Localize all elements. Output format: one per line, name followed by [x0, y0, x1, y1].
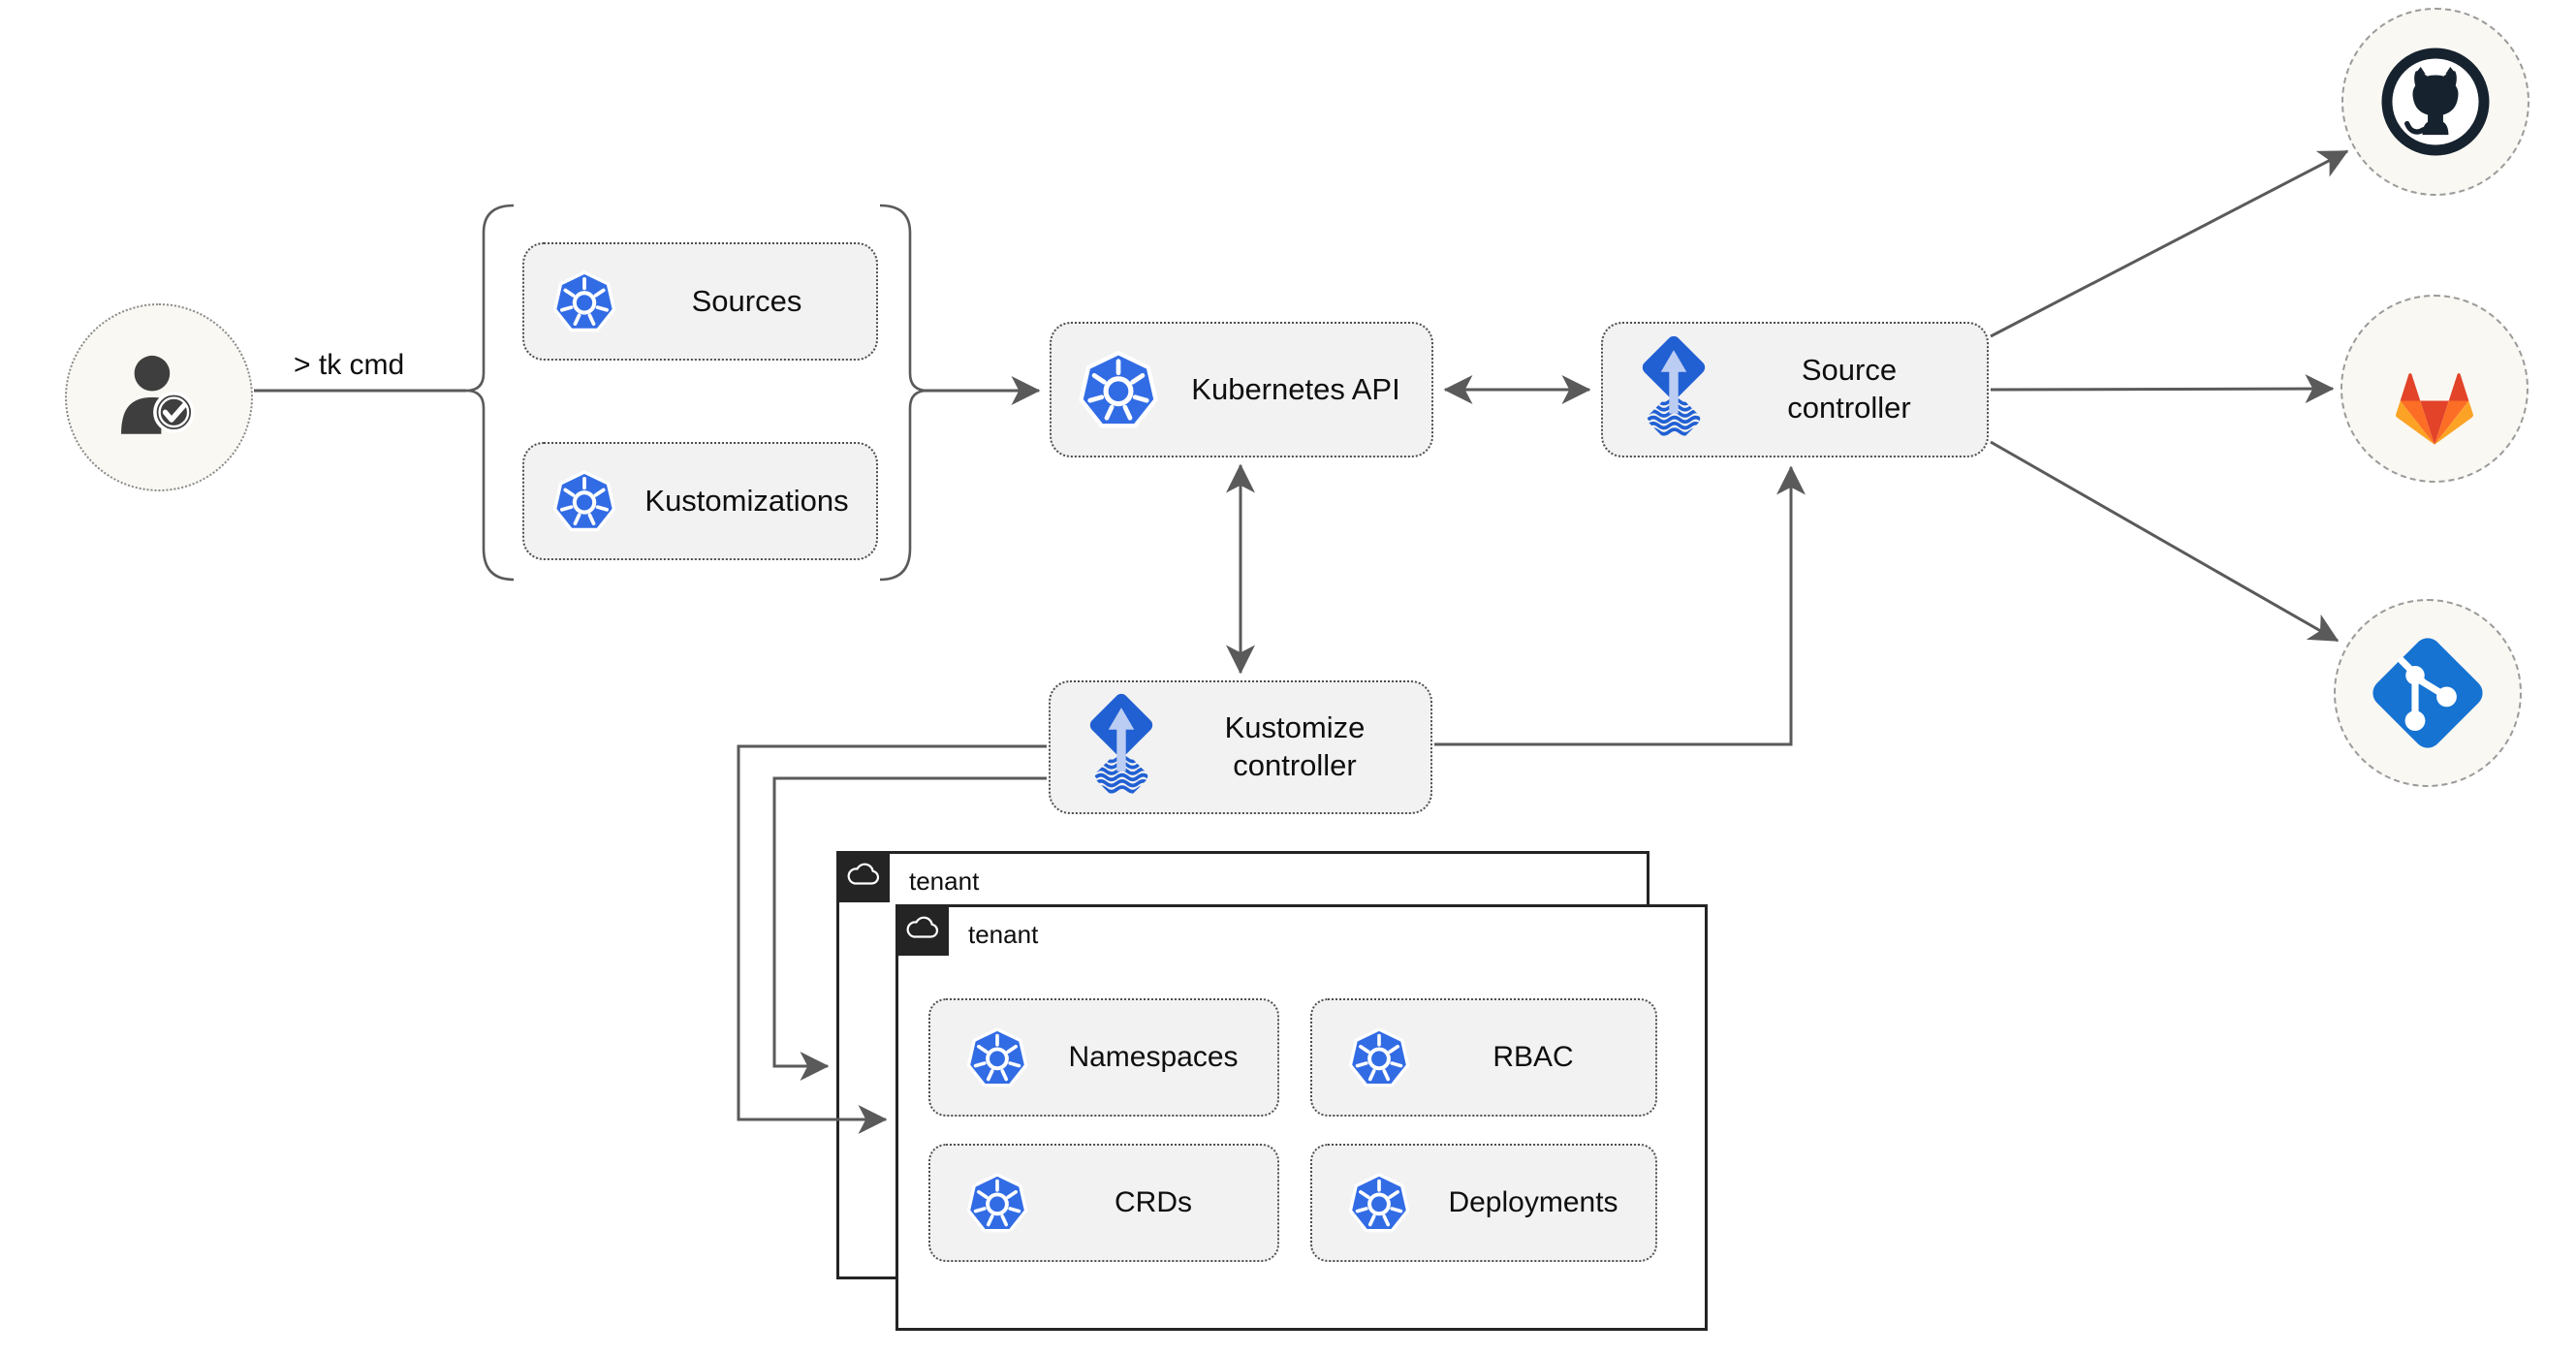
- user-avatar: [65, 303, 253, 491]
- node-label: RBAC: [1492, 1041, 1574, 1074]
- node-kustomizations: Kustomizations: [522, 442, 878, 560]
- tenant-box-front: tenant: [895, 904, 1708, 1331]
- node-label: Namespaces: [1068, 1041, 1239, 1074]
- edge-source-to-gitlab: [1990, 374, 2335, 404]
- github-icon: [2376, 43, 2495, 161]
- cloud-icon: [847, 863, 879, 885]
- flux-icon: [1636, 333, 1712, 447]
- provider-gitlab: [2340, 295, 2529, 483]
- tenant-tab: [895, 904, 949, 956]
- cli-command-label: > tk cmd: [294, 349, 405, 381]
- node-crds: CRDs: [928, 1144, 1279, 1262]
- kubernetes-icon: [551, 268, 617, 334]
- node-label: CRDs: [1115, 1186, 1192, 1219]
- node-deployments: Deployments: [1310, 1144, 1657, 1262]
- kubernetes-icon: [1347, 1171, 1411, 1235]
- edge-source-to-github: [1990, 149, 2349, 338]
- node-kubernetes-api: Kubernetes API: [1050, 322, 1433, 457]
- node-label: Kustomizations: [644, 483, 849, 518]
- tenant-tab: [836, 851, 890, 902]
- node-label: Sources: [691, 283, 802, 318]
- gitlab-icon: [2396, 372, 2473, 445]
- edge-kustomize-to-source-controller: [1434, 465, 1806, 746]
- edge-source-to-git: [1990, 440, 2340, 643]
- provider-git: [2334, 599, 2522, 787]
- node-label: Kustomize controller: [1224, 710, 1366, 782]
- kubernetes-icon: [965, 1025, 1029, 1089]
- tenant-label: tenant: [968, 920, 1039, 949]
- bracket-left: [465, 204, 515, 582]
- kubernetes-icon: [1347, 1025, 1411, 1089]
- kubernetes-icon: [965, 1171, 1029, 1235]
- node-kustomize-controller: Kustomize controller: [1049, 680, 1432, 814]
- node-rbac: RBAC: [1310, 998, 1657, 1117]
- cloud-icon: [906, 916, 938, 938]
- node-label: Source controller: [1787, 353, 1911, 425]
- kubernetes-icon: [1077, 348, 1160, 431]
- node-label: Kubernetes API: [1191, 371, 1400, 406]
- tenant-label: tenant: [909, 867, 980, 896]
- flux-icon: [1084, 691, 1159, 804]
- node-sources: Sources: [522, 242, 878, 361]
- user-check-icon: [102, 340, 216, 455]
- kubernetes-icon: [551, 468, 617, 534]
- provider-github: [2341, 8, 2529, 196]
- node-label: Deployments: [1448, 1186, 1618, 1219]
- git-icon: [2365, 630, 2491, 756]
- node-namespaces: Namespaces: [928, 998, 1279, 1117]
- bracket-right: [879, 204, 928, 582]
- node-source-controller: Source controller: [1601, 322, 1989, 457]
